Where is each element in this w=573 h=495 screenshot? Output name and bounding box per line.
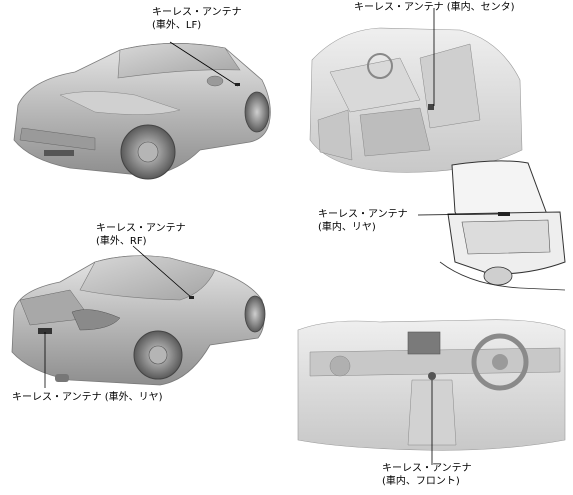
label-rr-line1: キーレス・アンテナ (車外、リヤ) [12, 392, 163, 403]
label-exterior-rear: キーレス・アンテナ (車外、リヤ) [12, 391, 163, 404]
label-rf-line2: (車外、RF) [96, 236, 147, 247]
trunk-rear-view [417, 160, 566, 291]
label-ir-line1: キーレス・アンテナ [318, 209, 408, 220]
interior-center-view [309, 8, 523, 173]
label-interior-rear: キーレス・アンテナ (車内、リヤ) [318, 208, 408, 234]
label-lf: キーレス・アンテナ (車外、LF) [152, 6, 242, 32]
car-rear-view [11, 245, 266, 388]
label-front-line2: (車内、フロント) [382, 476, 460, 487]
label-ir-line2: (車内、リヤ) [318, 222, 376, 233]
label-lf-line2: (車外、LF) [152, 20, 202, 31]
label-ic-line1: キーレス・アンテナ (車内、センタ) [354, 2, 515, 13]
label-rf: キーレス・アンテナ (車外、RF) [96, 222, 186, 248]
label-interior-center: キーレス・アンテナ (車内、センタ) [354, 1, 515, 14]
car-front-view-lf [13, 41, 271, 180]
label-interior-front: キーレス・アンテナ (車内、フロント) [382, 462, 472, 488]
label-front-line1: キーレス・アンテナ [382, 463, 472, 474]
interior-front-view [297, 319, 566, 465]
label-rf-line1: キーレス・アンテナ [96, 223, 186, 234]
label-lf-line1: キーレス・アンテナ [152, 7, 242, 18]
